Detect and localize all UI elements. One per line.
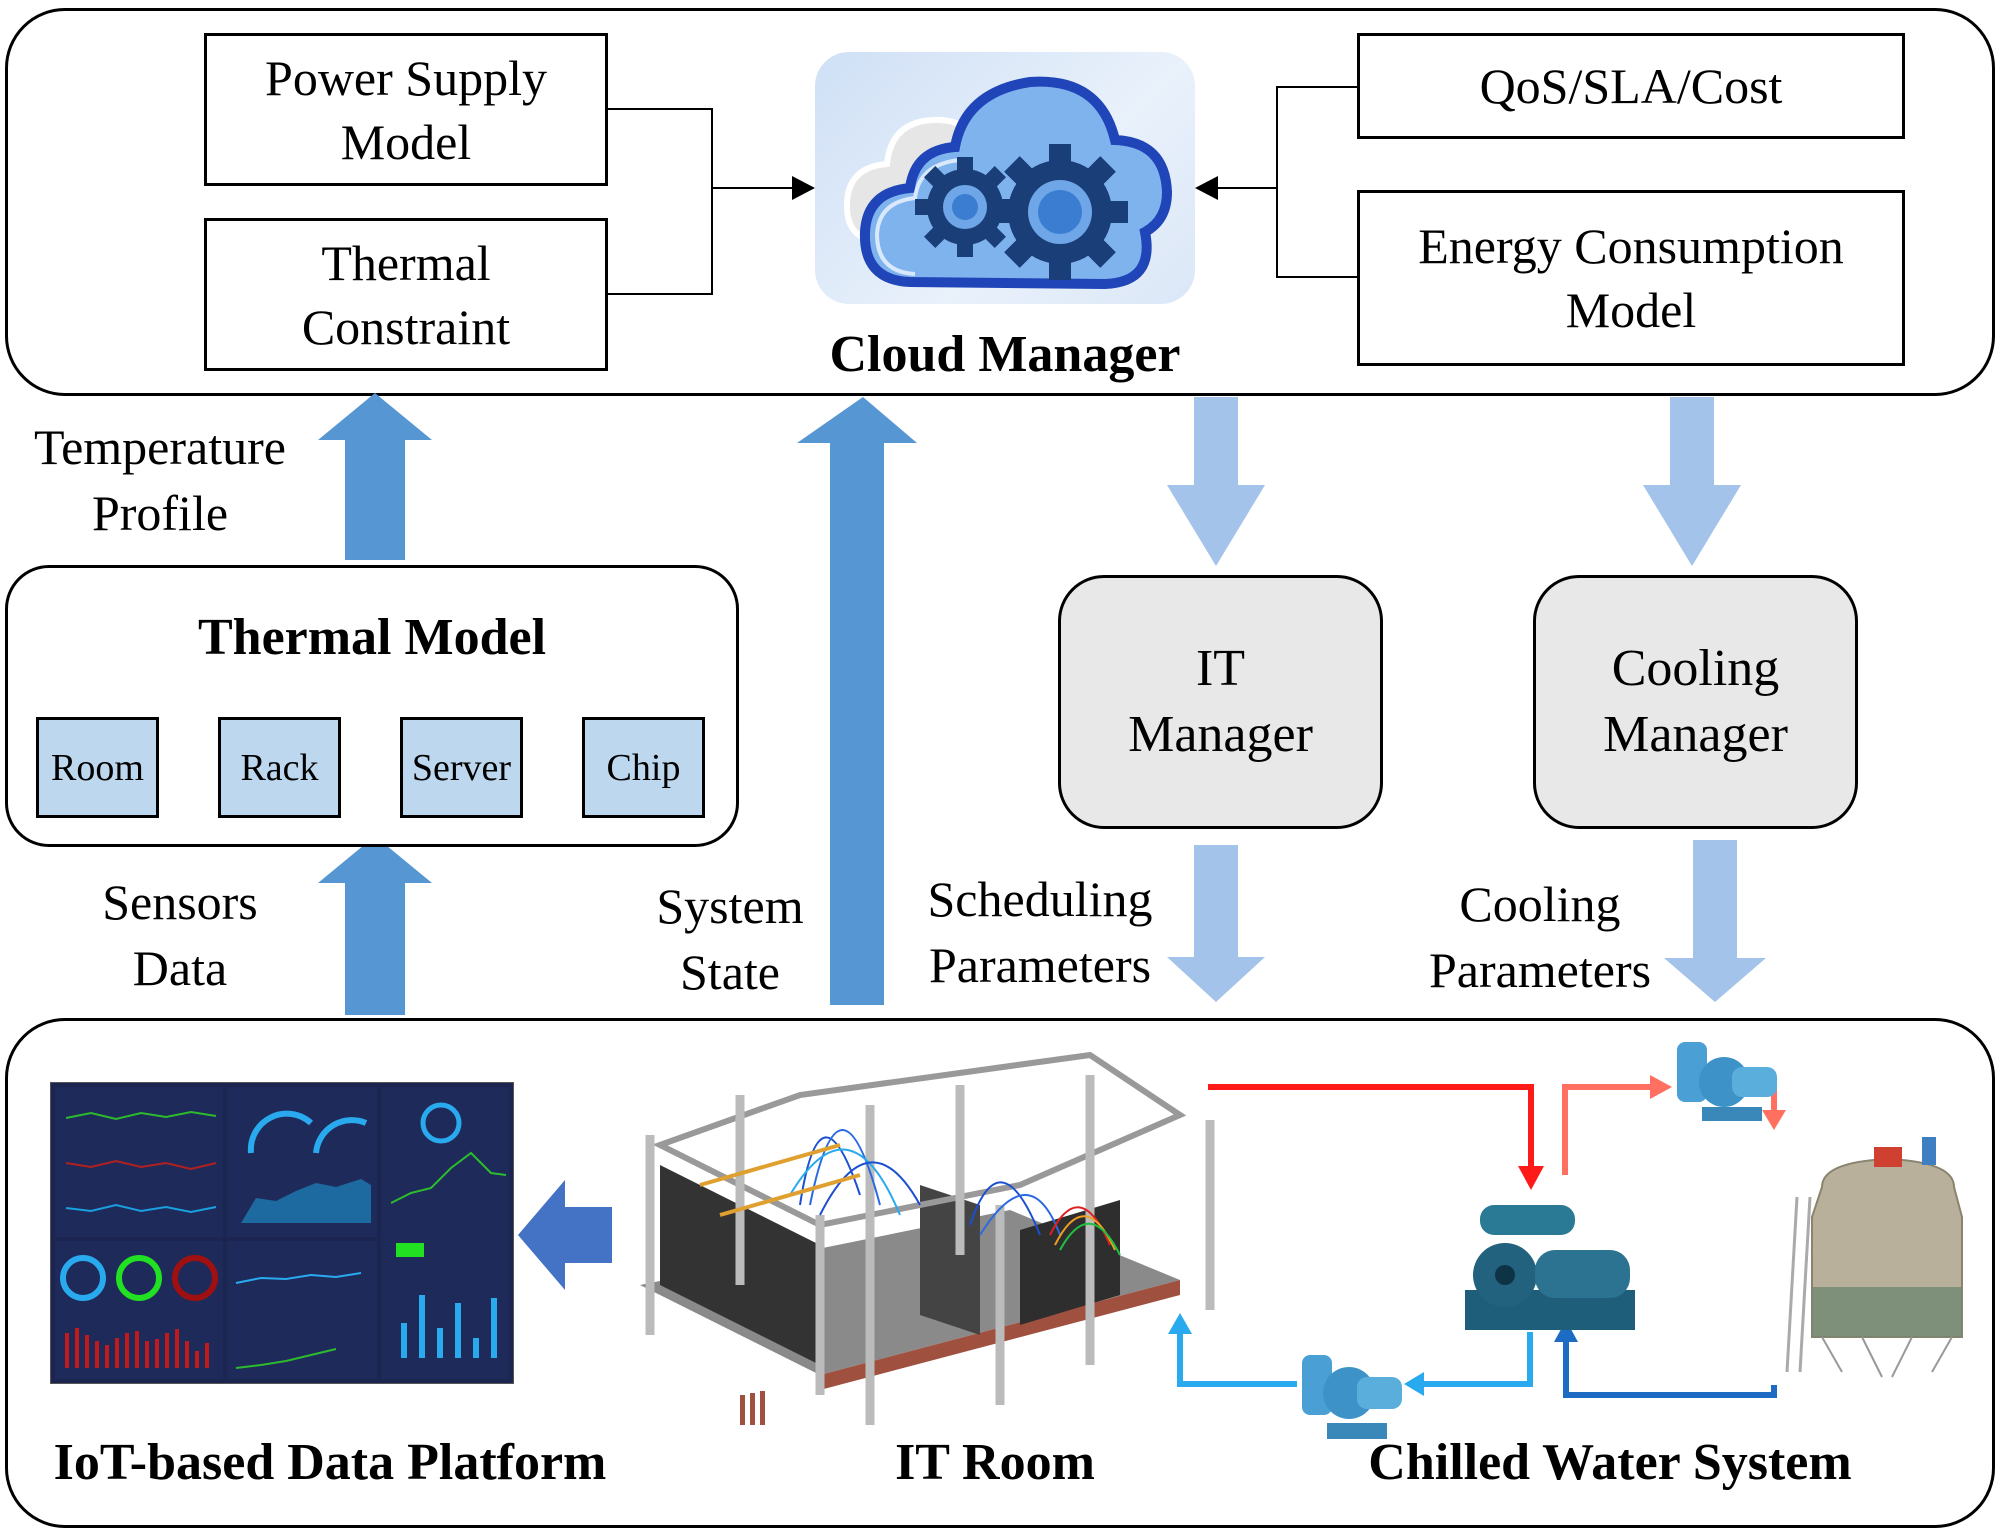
room-label: Room <box>51 746 144 789</box>
sensors-data-arrow <box>318 836 432 1015</box>
condenser-pump-image <box>1672 1037 1782 1127</box>
thermal-level-rack: Rack <box>218 717 341 818</box>
large-gear <box>992 144 1128 280</box>
server-label: Server <box>411 746 512 789</box>
it-room-image <box>620 1035 1320 1435</box>
thermal-constraint-label: Thermal Constraint <box>301 234 511 355</box>
thermal-model-title: Thermal Model <box>197 609 547 666</box>
scheduling-parameters-arrow <box>1167 845 1265 1002</box>
power-supply-model-label: Power Supply Model <box>265 49 547 170</box>
qos-sla-cost-box: QoS/SLA/Cost <box>1357 33 1905 139</box>
temperature-profile-arrow <box>318 393 432 560</box>
cooling-manager-label: Cooling Manager <box>1603 640 1788 763</box>
temperature-profile-label: Temperature Profile <box>34 419 286 541</box>
cloud-gears-icon <box>815 52 1195 304</box>
cloud-manager-title: Cloud Manager <box>829 326 1181 383</box>
rack-label: Rack <box>240 746 319 789</box>
chilled-water-pump-image <box>1297 1345 1407 1445</box>
thermal-constraint-box: Thermal Constraint <box>204 218 608 371</box>
sensors-data-label: Sensors Data <box>102 874 258 996</box>
chiller-unit-image <box>1460 1195 1650 1340</box>
small-gear <box>915 157 1015 257</box>
system-state-label: System State <box>656 878 804 1000</box>
chilled-water-system-title: Chilled Water System <box>1368 1434 1852 1491</box>
it-manager-down-arrow <box>1167 397 1265 566</box>
it-room-title: IT Room <box>895 1434 1095 1491</box>
cooling-tower-image <box>1782 1137 1994 1387</box>
cooling-parameters-label: Cooling Parameters <box>1428 876 1652 998</box>
chip-label: Chip <box>606 746 681 789</box>
scheduling-parameters-label: Scheduling Parameters <box>927 871 1153 993</box>
iot-platform-title: IoT-based Data Platform <box>53 1434 607 1491</box>
cooling-parameters-arrow <box>1664 840 1766 1002</box>
qos-sla-cost-label: QoS/SLA/Cost <box>1479 58 1783 114</box>
cooling-manager-box: Cooling Manager <box>1533 575 1858 829</box>
thermal-level-room: Room <box>36 717 159 818</box>
it-manager-box: IT Manager <box>1058 575 1383 829</box>
energy-consumption-model-label: Energy Consumption Model <box>1418 218 1844 338</box>
thermal-level-chip: Chip <box>582 717 705 818</box>
power-supply-model-box: Power Supply Model <box>204 33 608 186</box>
cooling-manager-down-arrow <box>1643 397 1741 566</box>
it-manager-label: IT Manager <box>1128 640 1313 763</box>
iot-dashboard-image <box>50 1082 514 1384</box>
energy-consumption-model-box: Energy Consumption Model <box>1357 190 1905 366</box>
thermal-level-server: Server <box>400 717 523 818</box>
